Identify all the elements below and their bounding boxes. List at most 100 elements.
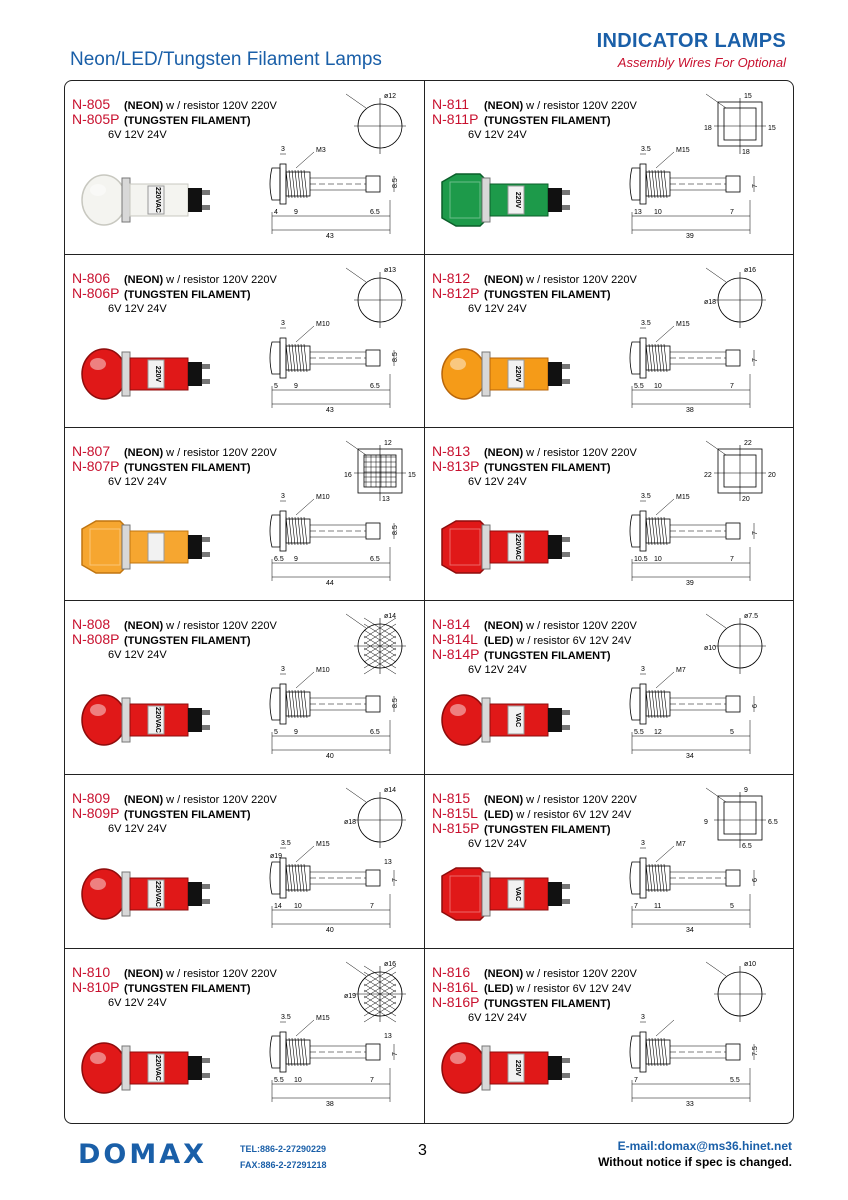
front-dim: ø14 [384, 613, 396, 620]
voltage-desc: w / resistor 120V 220V [523, 100, 637, 112]
dim-height: 8.5 [392, 525, 399, 535]
dim-mid: 10 [294, 1077, 302, 1084]
model-code: N-816 [432, 964, 471, 980]
row-divider [64, 427, 794, 428]
voltage-desc: w / resistor 120V 220V [523, 447, 637, 459]
voltage-desc: w / resistor 120V 220V [523, 968, 637, 980]
spec-line: N-807P(TUNGSTEN FILAMENT) [72, 459, 277, 475]
filament-voltage: 6V 12V 24V [468, 476, 527, 488]
spec-line: N-811P(TUNGSTEN FILAMENT) [432, 112, 637, 128]
front-dim: 12 [384, 440, 392, 447]
lamp-label: 220VAC [154, 187, 161, 213]
lamp-type: (TUNGSTEN FILAMENT) [124, 115, 251, 127]
spec-line: N-810(NEON) w / resistor 120V 220V [72, 965, 277, 981]
lamp-type: (NEON) [484, 968, 524, 980]
dim-left: 10.5 [634, 556, 648, 563]
front-view-drawing: ø12 [345, 93, 406, 154]
lamp-label: VAC [514, 887, 521, 901]
dim-right: 7 [730, 383, 734, 390]
lamp-photo: 220V [441, 1042, 570, 1094]
dim-height: 6 [752, 878, 759, 882]
front-dim: 18 [742, 149, 750, 156]
filament-voltage: 6V 12V 24V [108, 997, 167, 1009]
dim-total: 40 [326, 927, 334, 934]
catalog-frame [64, 80, 794, 1124]
front-view-drawing: ø14 [345, 613, 406, 675]
dim-top: 3 [281, 146, 285, 153]
dim-height: 7 [392, 878, 399, 882]
spec-line: N-813(NEON) w / resistor 120V 220V [432, 443, 637, 460]
filament-voltage: 6V 12V 24V [108, 303, 167, 315]
dim-left: 13 [634, 209, 642, 216]
lamp-label: 220VAC [154, 707, 161, 733]
catalog-heading: INDICATOR LAMPS Assembly Wires For Optio… [597, 30, 786, 70]
model-code: N-813P [432, 458, 480, 474]
dim-mid: 9 [294, 729, 298, 736]
dim-thread: M7 [676, 667, 686, 674]
front-dim: 9 [704, 819, 708, 826]
catalog-title: INDICATOR LAMPS [596, 30, 786, 52]
lamp-type: (TUNGSTEN FILAMENT) [484, 289, 611, 301]
model-code: N-816L [432, 979, 478, 995]
dim-mid: 10 [654, 556, 662, 563]
dim-thread: M10 [316, 321, 330, 328]
dim-left: 4 [274, 209, 278, 216]
model-code: N-812P [432, 285, 480, 301]
dim-left: 5 [274, 383, 278, 390]
lamp-photo: 220V [441, 348, 570, 400]
front-dim: 20 [768, 472, 776, 479]
front-view-drawing: ø10 [705, 961, 766, 1022]
model-code: N-814P [432, 646, 480, 662]
dim-mid: 9 [294, 209, 298, 216]
catalog-subtitle: Assembly Wires For Optional [617, 55, 786, 70]
voltage-desc: w / resistor 6V 12V 24V [513, 635, 632, 647]
dim-top: 3 [641, 666, 645, 673]
model-code: N-813 [432, 443, 471, 459]
filament-voltage: 6V 12V 24V [468, 129, 527, 141]
voltage-desc: w / resistor 120V 220V [163, 794, 277, 806]
voltage-desc: w / resistor 120V 220V [523, 794, 637, 806]
lamp-type: (LED) [484, 635, 514, 647]
filament-voltage: 6V 12V 24V [108, 649, 167, 661]
dim-total: 43 [326, 233, 334, 240]
lamp-type: (LED) [484, 809, 514, 821]
row-divider [64, 254, 794, 255]
dim-height: 8.5 [392, 178, 399, 188]
dim-total: 39 [686, 580, 694, 587]
lamp-photo: 220VAC [81, 868, 210, 920]
lamp-type: (TUNGSTEN FILAMENT) [484, 824, 611, 836]
dim-right: 6.5 [370, 729, 380, 736]
spec-line: N-805(NEON) w / resistor 120V 220V [72, 97, 277, 113]
dim-thread: M3 [316, 147, 326, 154]
spec-line: N-814P(TUNGSTEN FILAMENT) [432, 646, 637, 663]
dim-total: 40 [326, 753, 334, 760]
dim-top: 3.5 [641, 493, 651, 500]
model-code: N-815 [432, 790, 471, 806]
model-code: N-816P [432, 994, 480, 1010]
dim-thread: M15 [676, 494, 690, 501]
front-dim: 22 [704, 472, 712, 479]
front-dim: ø16 [384, 961, 396, 968]
voltage-desc: w / resistor 120V 220V [163, 100, 277, 112]
dim-thread: M10 [316, 667, 330, 674]
row-divider [64, 774, 794, 775]
spec-line: N-805P(TUNGSTEN FILAMENT) [72, 112, 277, 128]
front-dim: ø14 [384, 787, 396, 794]
spec-line: N-814(NEON) w / resistor 120V 220V [432, 617, 637, 633]
lamp-photo: 220VAC [81, 1042, 210, 1094]
dim-left: 7 [634, 903, 638, 910]
filament-voltage: 6V 12V 24V [468, 838, 527, 850]
